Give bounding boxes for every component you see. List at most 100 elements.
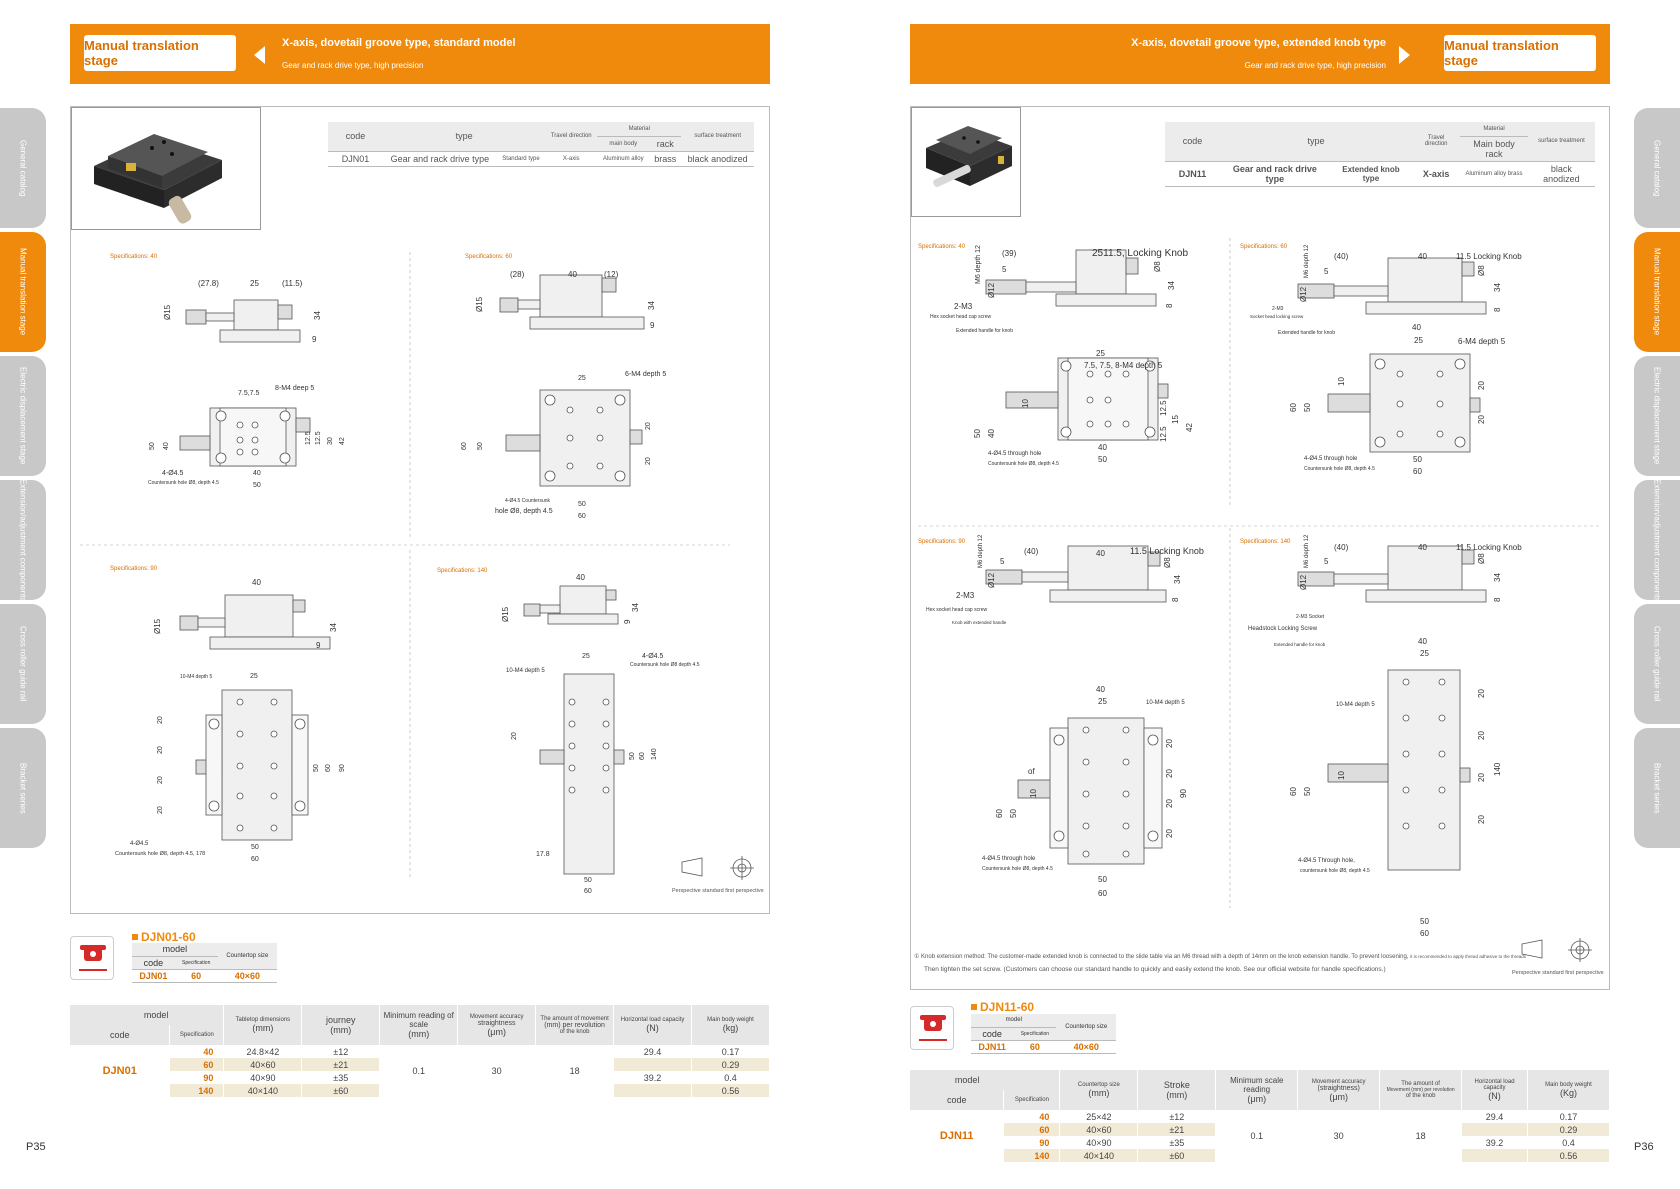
dim: 20	[1477, 731, 1486, 740]
left-page-number: P35	[26, 1141, 46, 1153]
col-direction: Travel direction	[545, 122, 598, 152]
mini-size-h: Countertop size	[1056, 1014, 1116, 1041]
dim: Socket head locking screw	[1250, 314, 1304, 319]
dim: 90	[1179, 789, 1188, 798]
dim: 40	[1418, 637, 1427, 646]
left-tab-cross-roller[interactable]: Cross roller guide rail	[0, 604, 46, 724]
left-phone-logo	[70, 936, 114, 980]
param-spec: 140	[169, 1084, 225, 1097]
dim: 40	[1096, 685, 1105, 694]
mini-spec: Specification	[174, 956, 218, 970]
dim: 40	[576, 573, 585, 582]
param-size: 40×140	[223, 1084, 303, 1097]
dim: 2511.5, Locking Knob	[1092, 248, 1188, 259]
param-acc-val: 30	[457, 1045, 537, 1097]
dim: 10	[1337, 771, 1346, 780]
dim: 60	[584, 888, 592, 895]
l40-side-view	[185, 299, 301, 343]
param-size: 24.8×42	[223, 1045, 303, 1058]
param-code-h: code	[910, 1090, 1005, 1110]
dim: 4-Ø4.5 Countersunk	[505, 498, 551, 504]
right-banner-button[interactable]: Manual translation stage	[1444, 35, 1596, 71]
dim: Countersunk hole Ø8 depth 4.5	[630, 662, 700, 668]
right-tab-cross-roller[interactable]: Cross roller guide rail	[1634, 604, 1680, 724]
right-banner: X-axis, dovetail groove type, extended k…	[910, 24, 1610, 84]
param-spec-h: Specification	[169, 1025, 225, 1045]
spec-type: Gear and rack drive type	[1220, 161, 1330, 187]
dim: 60	[1420, 929, 1429, 938]
left-tab-electric[interactable]: Electric displacement stage	[0, 356, 46, 476]
dim: 8	[1493, 307, 1502, 312]
left-banner: Manual translation stage X-axis, dovetai…	[70, 24, 770, 84]
col-mainbody: Main body rack	[1460, 136, 1528, 162]
right-product-photo	[911, 107, 1021, 217]
left-tab-bracket[interactable]: Bracket series	[0, 728, 46, 848]
dim: Ø8	[1163, 557, 1172, 568]
dim: 34	[329, 623, 338, 632]
spec-label-r140: Specifications: 140	[1240, 539, 1291, 545]
param-weight-h: Main body weight(kg)	[691, 1005, 770, 1045]
dim: 8-M4 deep 5	[275, 385, 314, 392]
right-tab-manual[interactable]: Manual translation stage	[1634, 232, 1680, 352]
col-rack: rack	[649, 136, 682, 152]
dim: 8	[1165, 303, 1174, 308]
col-direction: Travel direction	[1412, 122, 1461, 162]
left-tab-extension[interactable]: Extension/adjustment components	[0, 479, 46, 601]
dim: 6-M4 depth 5	[625, 371, 666, 378]
right-tab-bracket[interactable]: Bracket series	[1634, 728, 1680, 848]
right-spec-table: code type Travel direction Material surf…	[1165, 122, 1595, 187]
dim: Extended handle for knob	[1274, 642, 1326, 647]
dim: 12.5	[315, 431, 322, 445]
dim: M6 depth 12	[978, 534, 984, 568]
left-tab-general[interactable]: General catalog	[0, 108, 46, 228]
dim: 90	[339, 764, 346, 772]
dim: 40	[1418, 543, 1427, 552]
dim: 9	[316, 641, 321, 650]
spec-surface: black anodized	[1527, 161, 1595, 187]
r40-side-view	[985, 249, 1157, 307]
dim: 50	[584, 877, 592, 884]
dim: 6-M4 depth 5	[1458, 337, 1506, 346]
right-tab-electric[interactable]: Electric displacement stage	[1634, 356, 1680, 476]
dim: 60	[461, 442, 468, 450]
mini-size-val: 40×60	[217, 969, 277, 983]
param-load: 39.2	[613, 1071, 693, 1084]
dim: 4-Ø4.5	[642, 653, 664, 660]
dim: 50	[973, 429, 982, 438]
left-banner-button[interactable]: Manual translation stage	[84, 35, 236, 71]
projection-symbol-icon	[681, 856, 754, 880]
dim: 25	[1414, 336, 1423, 345]
dim: 20	[157, 806, 164, 814]
left-spec-table: code type Travel direction Material surf…	[328, 122, 754, 167]
param-load-h: Horizontal load capacity(N)	[613, 1005, 693, 1045]
param-journey: ±12	[301, 1045, 381, 1058]
dim: 40	[253, 470, 261, 477]
left-perspective-label: Perspective standard first perspective	[672, 888, 764, 894]
dim: 4-Ø4.5 through hole	[1304, 456, 1358, 462]
param-load: 29.4	[613, 1045, 693, 1058]
dim: 9	[623, 619, 632, 624]
spec-label-l40: Specifications: 40	[110, 254, 158, 260]
dim: 34	[313, 311, 322, 320]
spec-rack: brass	[649, 151, 682, 167]
mini-model: model	[132, 943, 218, 957]
right-tab-extension[interactable]: Extension/adjustment components	[1634, 479, 1680, 601]
dim: Ø12	[1299, 574, 1308, 590]
dim: 50	[1009, 809, 1018, 818]
dim: Hex socket head cap screw	[930, 314, 992, 320]
dim: 20	[157, 776, 164, 784]
dim: Extended handle for knob	[1278, 330, 1335, 336]
r60-top-view	[1327, 353, 1481, 453]
right-tab-general[interactable]: General catalog	[1634, 108, 1680, 228]
param-weight-h: Main body weight(Kg)	[1527, 1070, 1610, 1110]
dim: 11.5 Locking Knob	[1456, 252, 1522, 261]
left-tab-manual[interactable]: Manual translation stage	[0, 232, 46, 352]
spec-code: DJN11	[1165, 161, 1220, 187]
dim: 20	[157, 716, 164, 724]
dim: 5	[1324, 557, 1329, 566]
left-banner-title: X-axis, dovetail groove type, standard m…	[282, 37, 516, 49]
r140-top-view	[1327, 669, 1471, 871]
right-note-2: Then tighten the set screw. (Customers c…	[924, 966, 1386, 973]
param-weight: 0.29	[1527, 1123, 1610, 1136]
